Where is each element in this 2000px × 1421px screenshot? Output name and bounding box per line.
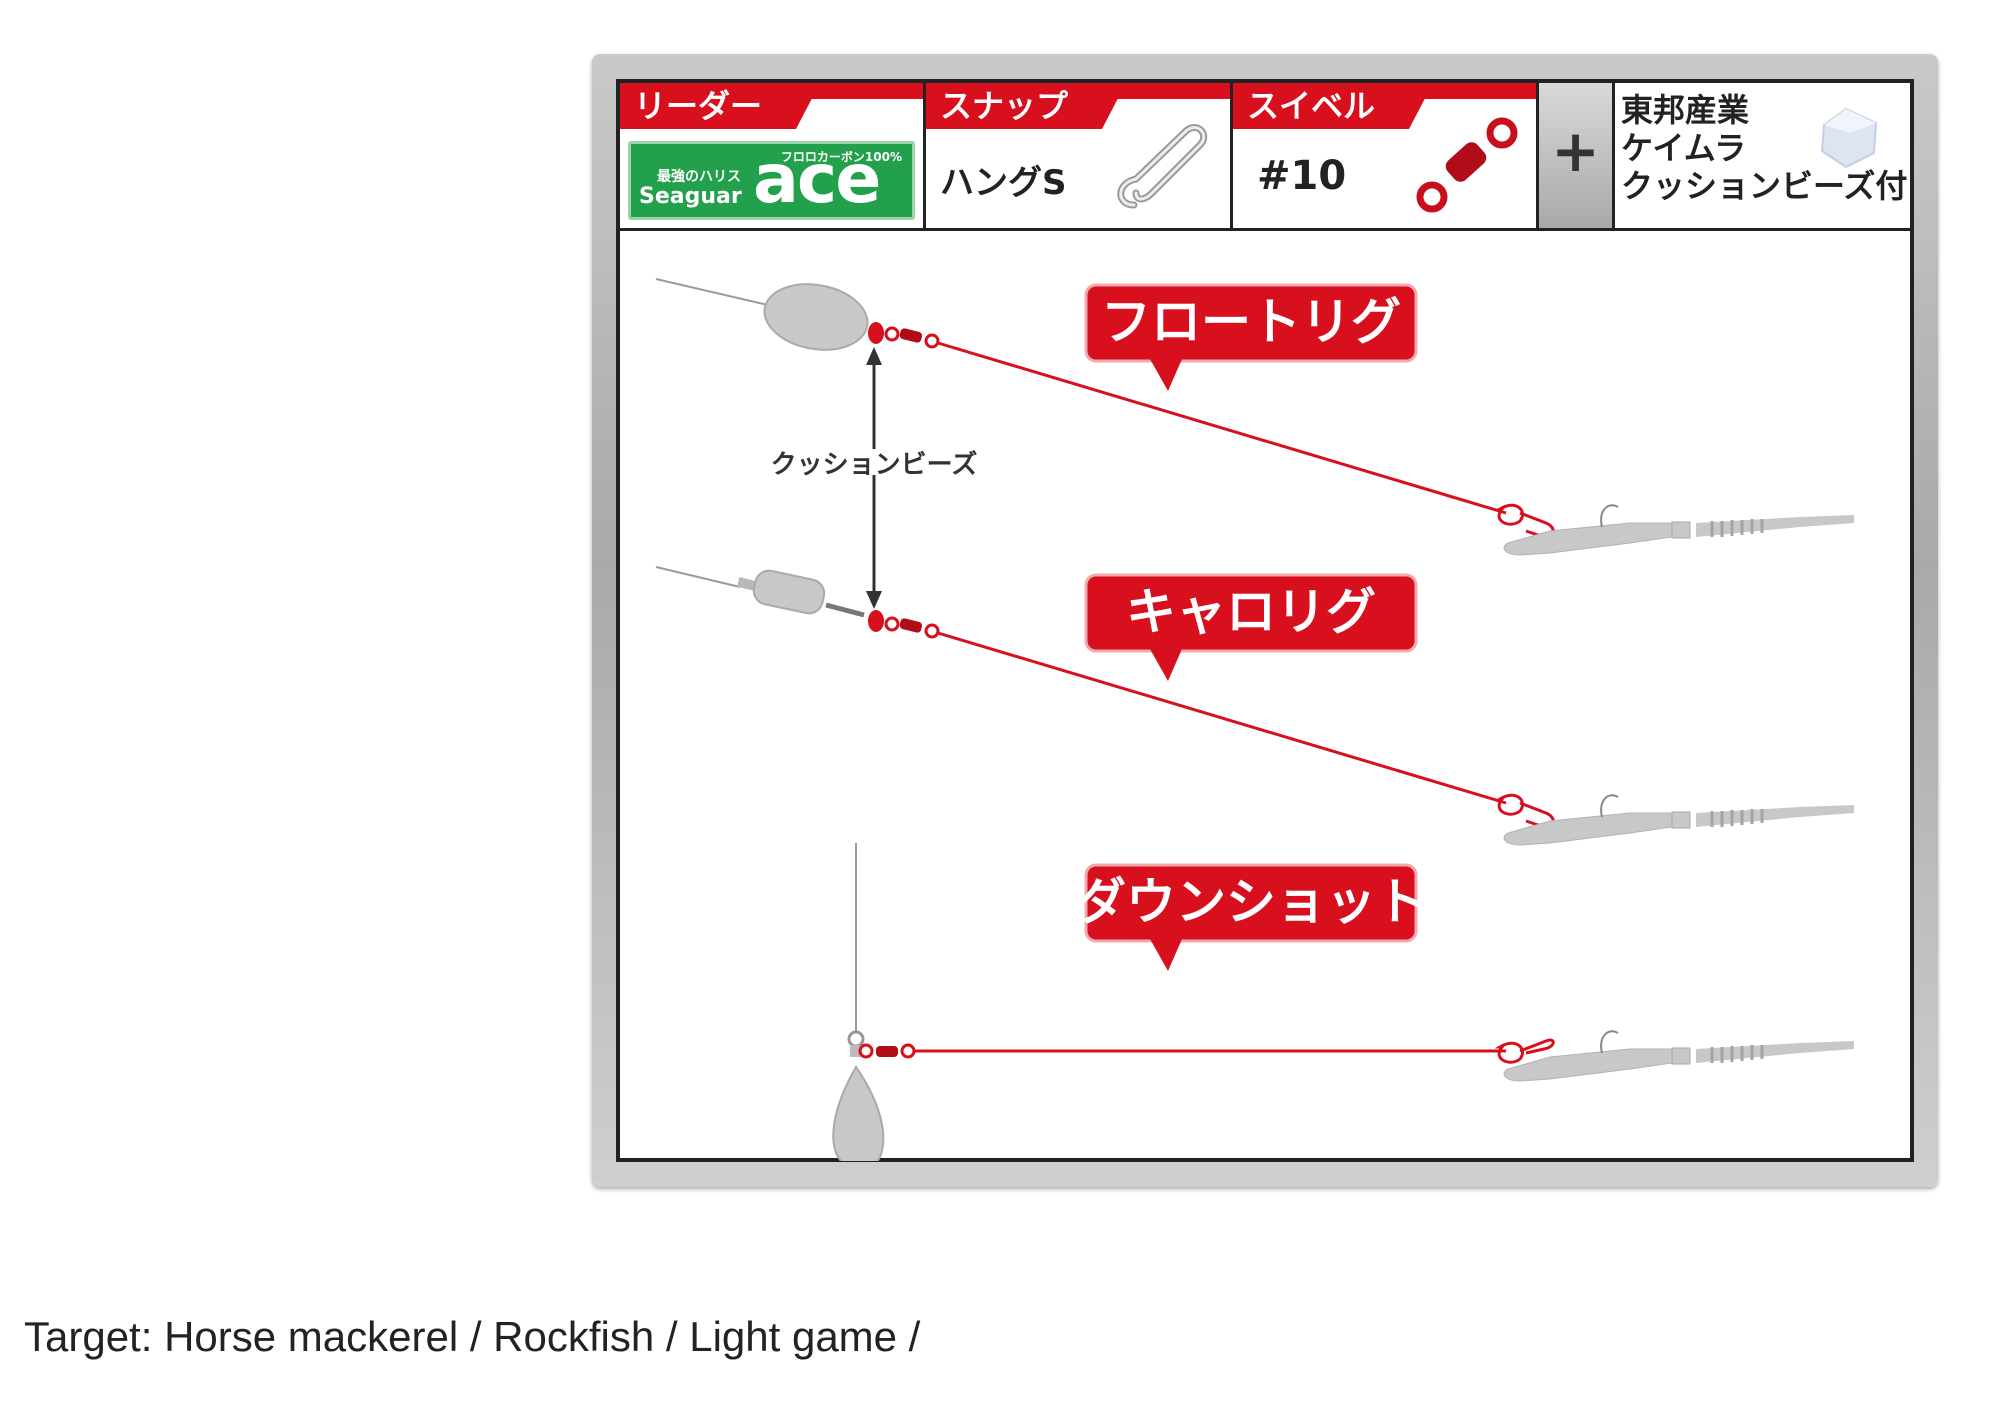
snap	[1494, 793, 1524, 816]
leader-cell: リーダー フロロカーボン100% 最強のハリス Seaguar ace	[620, 83, 926, 228]
cushion-bead-icon	[1820, 107, 1878, 169]
cushion-bead	[868, 610, 884, 632]
tackle-header: リーダー フロロカーボン100% 最強のハリス Seaguar ace スナップ…	[620, 83, 1910, 231]
cushion-beads-label: クッションビーズ	[771, 449, 978, 480]
snap-icon	[1117, 124, 1208, 209]
swivel-label: スイベル	[1233, 83, 1433, 129]
drop-sinker	[832, 1065, 885, 1161]
drop-shot-rig	[832, 843, 1555, 1161]
snap-cell: スナップ ハングS	[926, 83, 1233, 228]
brand-jp-text: 最強のハリス	[657, 169, 741, 185]
beads-line-3: クッションビーズ付	[1621, 167, 1908, 205]
beads-line-1: 東邦産業	[1621, 91, 1750, 129]
swivel-icon	[1416, 117, 1518, 213]
sinker	[752, 569, 826, 615]
snap-value: ハングS	[940, 163, 1067, 203]
brand-name-text: Seaguar	[639, 184, 742, 209]
rig-diagram-frame: リーダー フロロカーボン100% 最強のハリス Seaguar ace スナップ…	[592, 54, 1938, 1187]
carolina-rig-callout: キャロリグ	[1084, 573, 1418, 681]
drop-shot-callout: ダウンショット	[1076, 863, 1426, 971]
plus-divider: +	[1539, 83, 1615, 228]
seaguar-ace-logo: フロロカーボン100% 最強のハリス Seaguar ace	[628, 140, 915, 220]
rig-drawings: フロートリグ クッションビーズ	[655, 278, 1854, 1161]
snap-label: スナップ	[926, 83, 1126, 129]
target-caption: Target: Horse mackerel / Rockfish / Ligh…	[24, 1313, 921, 1360]
carolina-rig-label: キャロリグ	[1126, 583, 1376, 641]
drop-shot-label: ダウンショット	[1076, 873, 1426, 931]
brand-product-text: ace	[753, 140, 881, 219]
leader-line	[937, 631, 1507, 805]
plus-sign: +	[1551, 117, 1600, 185]
beads-line-2: ケイムラ	[1621, 129, 1747, 167]
swivel-value: #10	[1257, 153, 1347, 199]
swivel	[899, 618, 923, 633]
carolina-rig	[655, 566, 1555, 829]
cushion-bead	[868, 322, 884, 344]
swivel	[899, 328, 923, 343]
leader-label: リーダー	[620, 83, 820, 129]
swivel	[876, 1046, 898, 1057]
float-rig-callout: フロートリグ	[1084, 283, 1418, 391]
snap	[1494, 503, 1524, 526]
brand-small-text: フロロカーボン100%	[780, 150, 902, 164]
snap	[1494, 1041, 1524, 1064]
cushion-beads-annotation: クッションビーズ	[771, 347, 978, 609]
float-weight	[763, 283, 869, 351]
main-line	[655, 278, 769, 306]
float-lure	[1503, 504, 1854, 556]
drop-shot-lure	[1503, 1030, 1854, 1082]
leader-line	[937, 341, 1507, 515]
cushion-beads-note: 東邦産業 ケイムラ クッションビーズ付	[1621, 91, 1911, 205]
carolina-lure	[1503, 794, 1854, 846]
rig-diagram-panel: リーダー フロロカーボン100% 最強のハリス Seaguar ace スナップ…	[616, 79, 1914, 1162]
float-rig	[655, 278, 1555, 539]
float-rig-label: フロートリグ	[1101, 293, 1401, 351]
swivel-cell: スイベル #10	[1233, 83, 1539, 228]
